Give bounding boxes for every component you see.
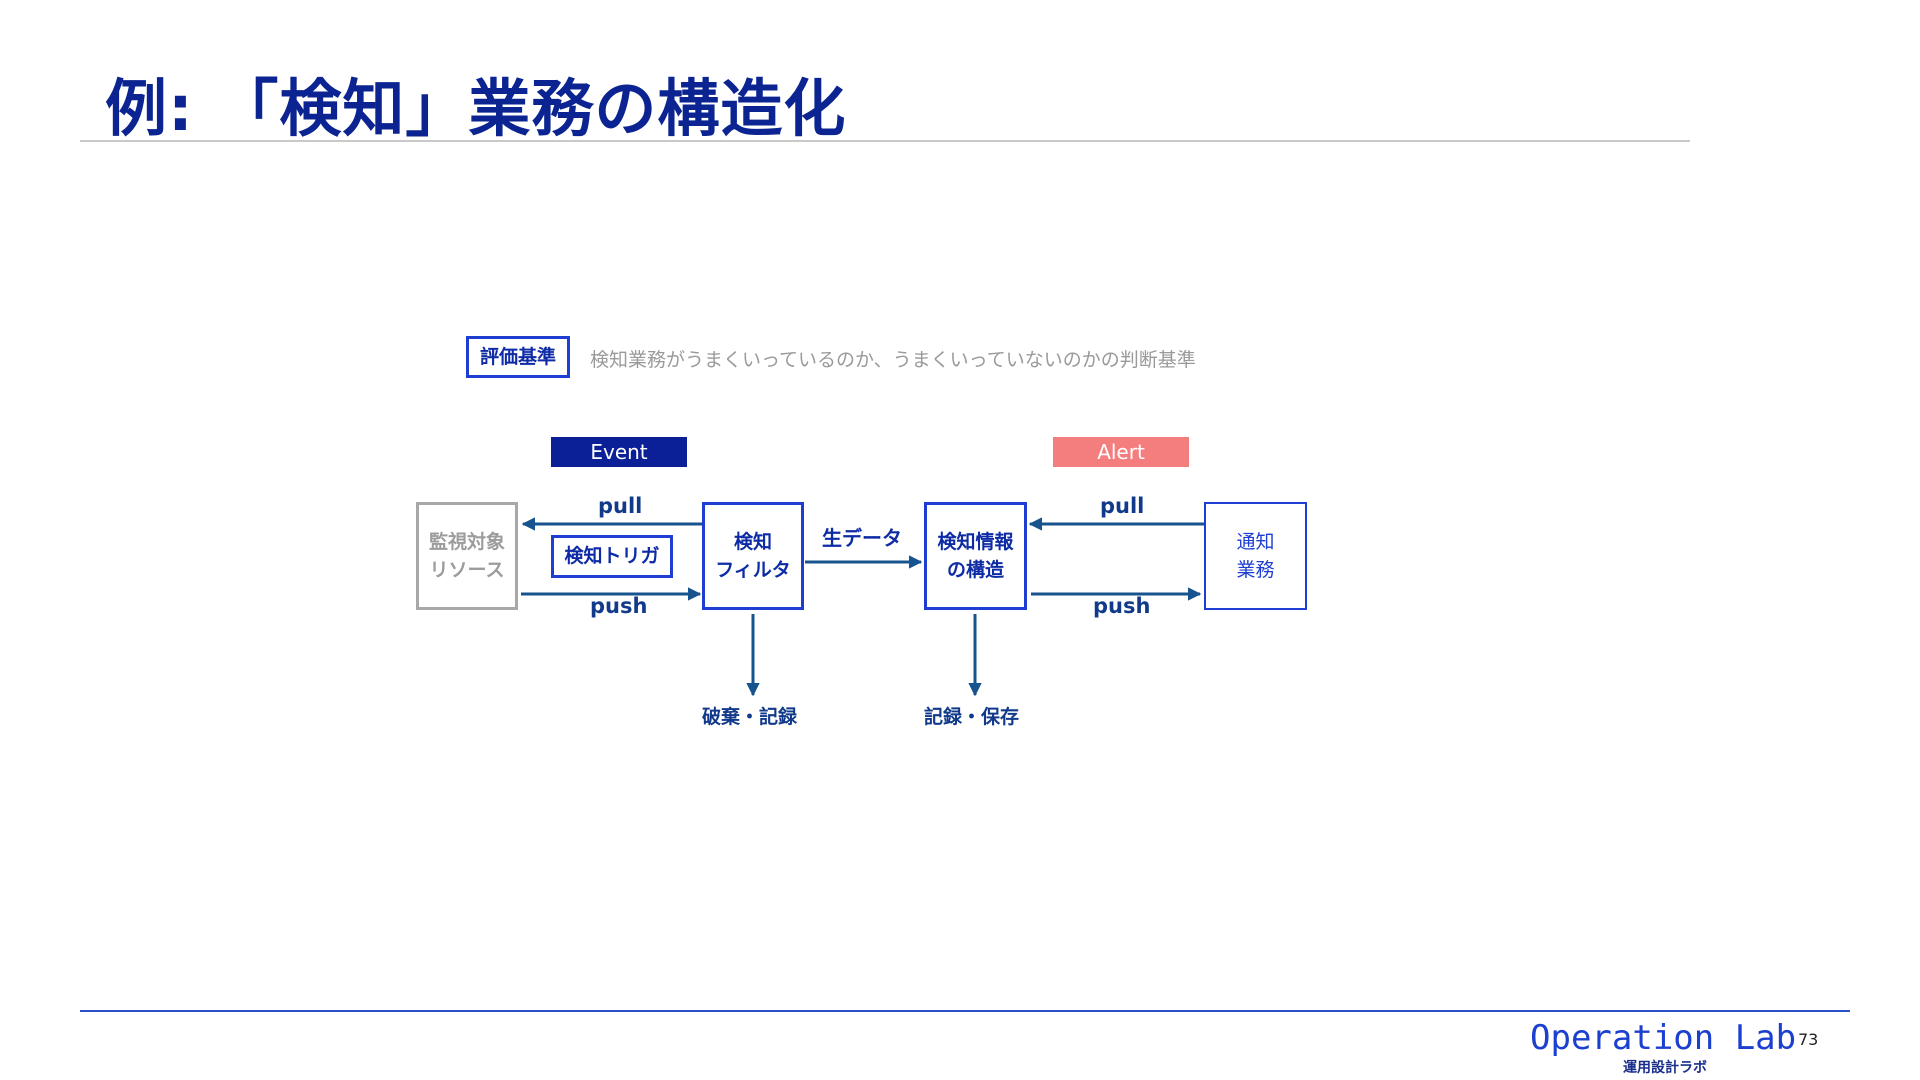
edge-label-store: 記録・保存 <box>924 706 1020 728</box>
edge-label-pull-right: pull <box>1100 494 1145 518</box>
edge-label-push-right: push <box>1093 594 1151 618</box>
brand-subtitle: 運用設計ラボ <box>1623 1060 1707 1076</box>
monitored-resource-node: 監視対象 リソース <box>416 502 518 610</box>
evaluation-criteria-description: 検知業務がうまくいっているのか、うまくいっていないのかの判断基準 <box>590 349 1196 371</box>
edge-label-raw-data: 生データ <box>822 526 902 550</box>
footer-divider <box>80 1010 1850 1012</box>
edge-label-discard: 破棄・記録 <box>702 706 798 728</box>
page-title: 例: 「検知」業務の構造化 <box>105 72 847 145</box>
detection-info-structure-node: 検知情報 の構造 <box>924 502 1027 610</box>
edge-label-pull-left: pull <box>598 494 643 518</box>
title-divider <box>80 140 1690 142</box>
detection-trigger-node: 検知トリガ <box>551 535 673 578</box>
event-badge: Event <box>551 437 687 467</box>
page-number: 73 <box>1798 1030 1819 1049</box>
alert-badge: Alert <box>1053 437 1189 467</box>
evaluation-criteria-label: 評価基準 <box>466 336 570 378</box>
notification-task-node: 通知 業務 <box>1204 502 1307 610</box>
edge-label-push-left: push <box>590 594 648 618</box>
detection-filter-node: 検知 フィルタ <box>702 502 804 610</box>
brand-logo-text: Operation Lab <box>1530 1018 1797 1058</box>
